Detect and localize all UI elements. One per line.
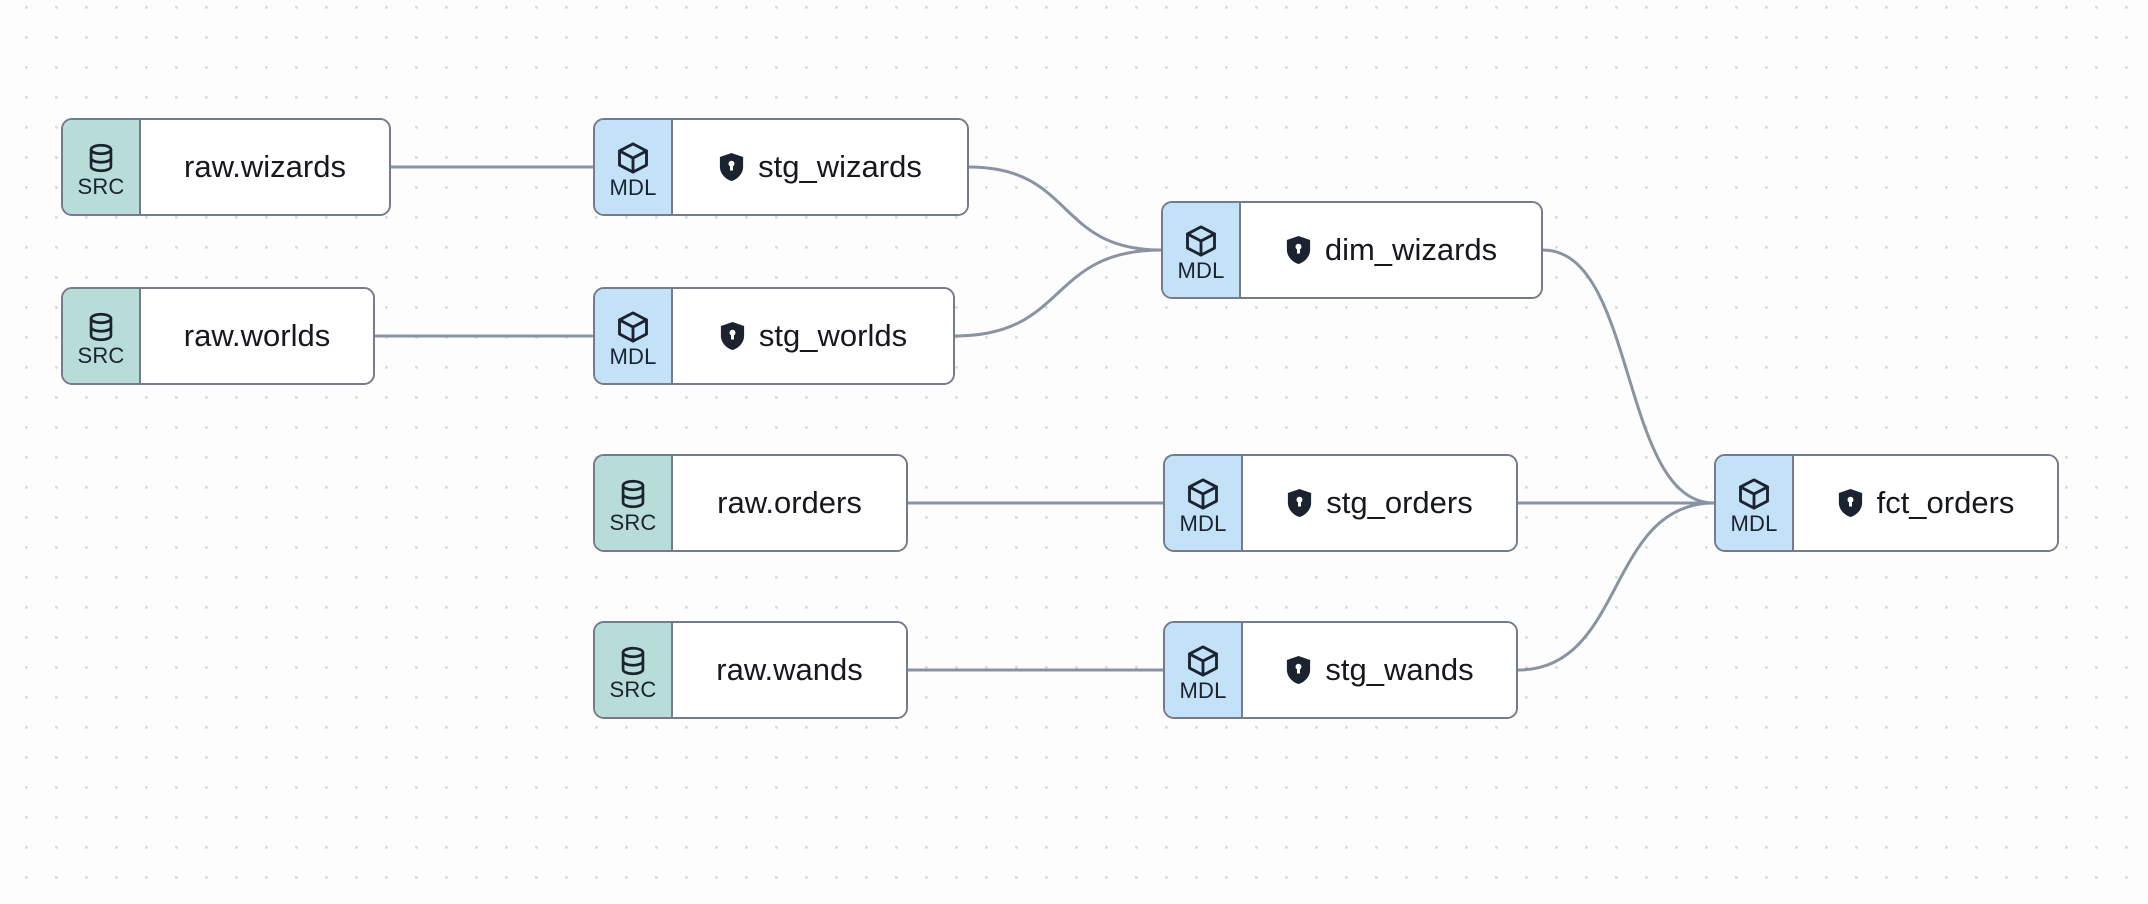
node-type-badge-raw_worlds: SRC xyxy=(63,289,141,383)
node-type-label: MDL xyxy=(1179,510,1227,536)
node-label: stg_wands xyxy=(1325,652,1474,687)
node-label: stg_orders xyxy=(1326,485,1473,520)
shield-lock-icon xyxy=(1837,488,1864,518)
node-type-badge-stg_orders: MDL xyxy=(1165,456,1243,550)
node-label: raw.wands xyxy=(716,652,863,687)
cube-icon xyxy=(1185,476,1221,512)
node-raw_wands[interactable]: SRC raw.wands xyxy=(593,621,908,719)
node-stg_worlds[interactable]: MDL stg_worlds xyxy=(593,287,955,385)
node-raw_orders[interactable]: SRC raw.orders xyxy=(593,454,908,552)
shield-lock-icon xyxy=(1286,488,1313,518)
node-type-badge-raw_wands: SRC xyxy=(595,623,673,717)
node-label: raw.worlds xyxy=(183,318,331,353)
node-type-label: MDL xyxy=(1177,257,1225,283)
shield-lock-icon xyxy=(719,321,746,351)
node-type-badge-stg_worlds: MDL xyxy=(595,289,673,383)
node-body-raw_wizards: raw.wizards xyxy=(141,120,389,214)
cube-icon xyxy=(1185,643,1221,679)
node-type-badge-raw_wizards: SRC xyxy=(63,120,141,214)
node-body-raw_wands: raw.wands xyxy=(673,623,906,717)
node-label: dim_wizards xyxy=(1324,232,1498,267)
node-fct_orders[interactable]: MDL fct_orders xyxy=(1714,454,2059,552)
node-body-stg_wands: stg_wands xyxy=(1243,623,1516,717)
node-stg_orders[interactable]: MDL stg_orders xyxy=(1163,454,1518,552)
edge-stg_wands-to-fct_orders xyxy=(1516,501,1716,672)
node-body-fct_orders: fct_orders xyxy=(1794,456,2057,550)
cube-icon xyxy=(1736,476,1772,512)
shield-lock-icon xyxy=(1285,235,1312,265)
node-body-dim_wizards: dim_wizards xyxy=(1241,203,1541,297)
node-label: raw.wizards xyxy=(184,149,346,184)
node-type-badge-stg_wands: MDL xyxy=(1165,623,1243,717)
node-type-label: MDL xyxy=(609,343,657,369)
node-type-label: SRC xyxy=(609,676,657,702)
node-body-raw_worlds: raw.worlds xyxy=(141,289,373,383)
node-body-stg_wizards: stg_wizards xyxy=(673,120,967,214)
node-type-label: MDL xyxy=(1730,510,1778,536)
cube-icon xyxy=(615,309,651,345)
node-label: raw.orders xyxy=(717,485,862,520)
node-dim_wizards[interactable]: MDL dim_wizards xyxy=(1161,201,1543,299)
shield-lock-icon xyxy=(1285,655,1312,685)
node-type-label: SRC xyxy=(609,509,657,535)
node-type-badge-stg_wizards: MDL xyxy=(595,120,673,214)
node-label: stg_worlds xyxy=(758,318,908,353)
node-type-label: SRC xyxy=(77,342,125,368)
node-stg_wands[interactable]: MDL stg_wands xyxy=(1163,621,1518,719)
node-body-raw_orders: raw.orders xyxy=(673,456,906,550)
edge-dim_wizards-to-fct_orders xyxy=(1541,248,1716,505)
node-raw_wizards[interactable]: SRC raw.wizards xyxy=(61,118,391,216)
edge-stg_wizards-to-dim_wizards xyxy=(967,165,1163,252)
node-label: fct_orders xyxy=(1876,485,2015,520)
node-raw_worlds[interactable]: SRC raw.worlds xyxy=(61,287,375,385)
node-type-label: MDL xyxy=(609,174,657,200)
node-type-badge-fct_orders: MDL xyxy=(1716,456,1794,550)
cube-icon xyxy=(615,140,651,176)
cube-icon xyxy=(1183,223,1219,259)
edge-stg_worlds-to-dim_wizards xyxy=(953,248,1163,338)
node-type-label: SRC xyxy=(77,173,125,199)
database-icon xyxy=(84,141,118,175)
node-type-label: MDL xyxy=(1179,677,1227,703)
database-icon xyxy=(616,477,650,511)
node-type-badge-dim_wizards: MDL xyxy=(1163,203,1241,297)
node-type-badge-raw_orders: SRC xyxy=(595,456,673,550)
database-icon xyxy=(84,310,118,344)
node-body-stg_worlds: stg_worlds xyxy=(673,289,953,383)
node-label: stg_wizards xyxy=(758,149,922,184)
node-body-stg_orders: stg_orders xyxy=(1243,456,1516,550)
shield-lock-icon xyxy=(718,152,745,182)
database-icon xyxy=(616,644,650,678)
node-stg_wizards[interactable]: MDL stg_wizards xyxy=(593,118,969,216)
